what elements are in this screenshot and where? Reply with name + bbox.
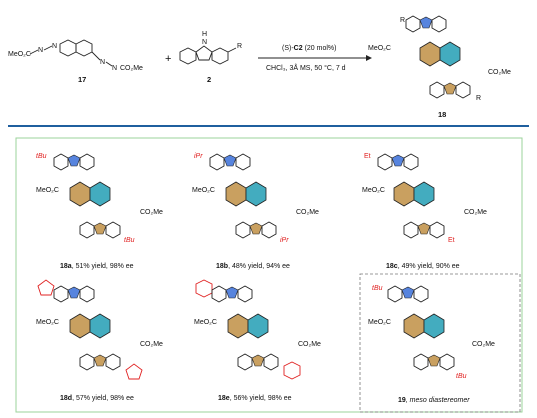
reagent-17-meo2c-text: MeO₂C: [8, 51, 31, 58]
products-panel: [15, 137, 523, 413]
product-18-meo2c: MeO₂C: [368, 45, 391, 52]
meso-box: [359, 273, 521, 413]
product-18c: Et MeO₂C CO₂Me Et 18c, 49% yield, 90% ee: [362, 153, 487, 270]
reagent-2: H N R 2: [179, 31, 242, 84]
product-19-substituent-top: tBu: [372, 285, 383, 292]
product-18-co2me: CO₂Me: [488, 69, 511, 76]
conditions-line2: CHCl₃, 3Å MS, 50 °C, 7 d: [266, 63, 346, 72]
reagent-2-n: N: [202, 39, 207, 46]
product-18e-meo2c: MeO₂C: [194, 319, 217, 326]
reagent-17-n1: N: [38, 47, 43, 54]
product-18d-meo2c: MeO₂C: [36, 319, 59, 326]
reaction-arrow: (S)-C2 (20 mol%) CHCl₃, 3Å MS, 50 °C, 7 …: [258, 45, 372, 72]
product-18b-meo2c: MeO₂C: [192, 187, 215, 194]
reagent-17-label: 17: [78, 75, 86, 84]
product-18e-caption: 18e, 56% yield, 98% ee: [218, 395, 292, 402]
reagent-2-h: H: [202, 31, 207, 38]
product-18d-ester: CO₂Me: [140, 341, 163, 348]
reagent-17: MeO₂C N N N N CO₂Me 17: [8, 39, 143, 84]
product-18d-caption: 18d, 57% yield, 98% ee: [60, 395, 134, 402]
product-19-substituent-bottom: tBu: [456, 373, 467, 380]
product-18a-meo2c: MeO₂C: [36, 187, 59, 194]
product-18d: MeO₂C CO₂Me 18d, 57% yield, 98% ee: [36, 279, 163, 402]
product-18b-substituent-bottom: iPr: [280, 237, 289, 244]
product-18a-caption: 18a, 51% yield, 98% ee: [60, 263, 134, 270]
product-18a-substituent-bottom: tBu: [124, 237, 135, 244]
reagent-17-n4: N: [112, 65, 117, 72]
reagent-17-co2me-text: CO₂Me: [120, 65, 143, 72]
product-18b: iPr MeO₂C CO₂Me iPr 18b, 48% yield, 94% …: [192, 153, 319, 270]
product-18-label: 18: [438, 110, 446, 119]
product-19-meo2c: MeO₂C: [368, 319, 391, 326]
reagent-2-r: R: [237, 43, 242, 50]
plus-sign: +: [165, 53, 171, 65]
product-18a-substituent-top: tBu: [36, 153, 47, 160]
product-18-r-top: R: [400, 17, 405, 24]
product-18a-ester: CO₂Me: [140, 209, 163, 216]
product-18e-ester: CO₂Me: [298, 341, 321, 348]
reagent-17-n2: N: [52, 43, 57, 50]
product-18e: MeO₂C CO₂Me 18e, 56% yield, 98% ee: [194, 279, 321, 402]
product-19: tBu MeO₂C CO₂Me tBu 19, meso diastereome…: [368, 285, 495, 404]
product-18: R MeO₂C CO₂Me R 18: [368, 15, 511, 119]
product-18c-substituent-bottom: Et: [448, 237, 455, 244]
product-18-r-bottom: R: [476, 95, 481, 102]
product-18b-substituent-top: iPr: [194, 153, 203, 160]
reagent-2-label: 2: [207, 75, 211, 84]
product-19-caption: 19, meso diastereomer: [398, 397, 470, 404]
product-19-ester: CO₂Me: [472, 341, 495, 348]
product-18c-meo2c: MeO₂C: [362, 187, 385, 194]
product-18a: tBu MeO₂C CO₂Me tBu 18a, 51% yield, 98% …: [36, 153, 163, 270]
product-18c-ester: CO₂Me: [464, 209, 487, 216]
product-18c-substituent-top: Et: [364, 153, 371, 160]
conditions-line1: (S)-C2 (20 mol%): [282, 45, 336, 52]
reagent-17-n3: N: [100, 59, 105, 66]
product-18c-caption: 18c, 49% yield, 90% ee: [386, 263, 460, 270]
product-18b-ester: CO₂Me: [296, 209, 319, 216]
product-18b-caption: 18b, 48% yield, 94% ee: [216, 263, 290, 270]
